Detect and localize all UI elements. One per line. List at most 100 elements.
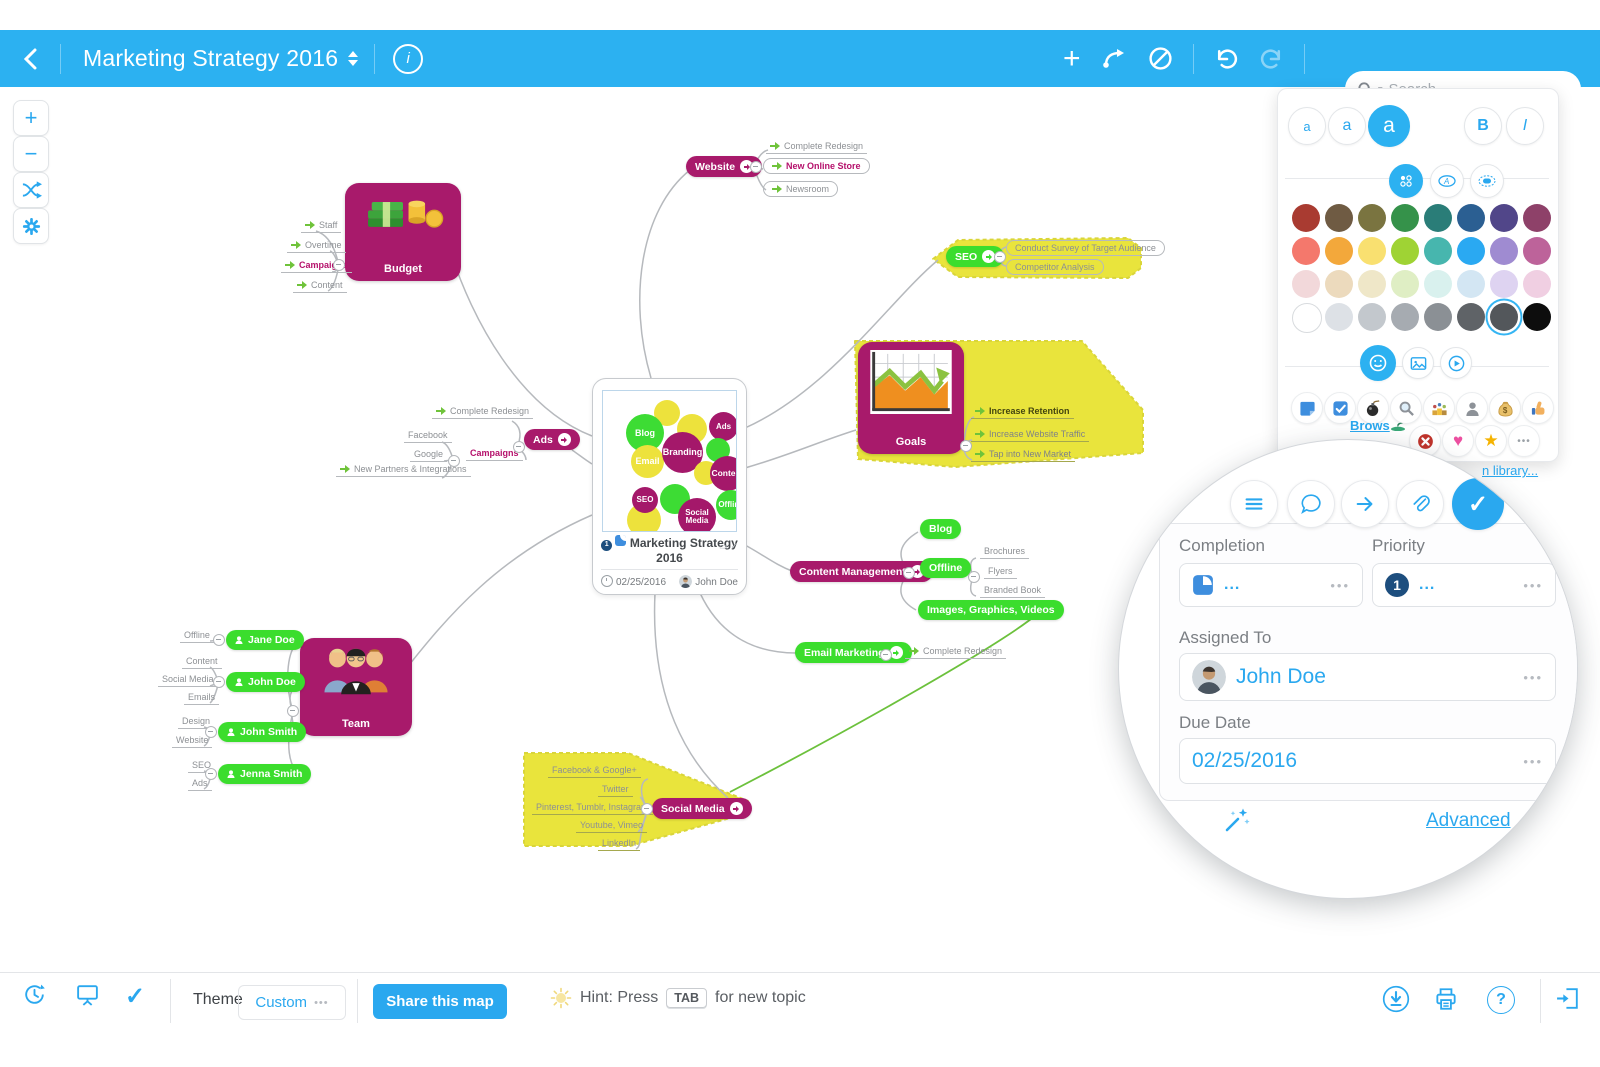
topic-label[interactable]: New Partners & Integrations [336,464,471,477]
topic-john-doe[interactable]: John Doe [226,672,305,692]
topic-label[interactable]: Competitor Analysis [1006,259,1104,275]
color-swatch[interactable] [1292,270,1320,298]
topic-goals[interactable]: Goals [858,342,964,454]
color-swatch[interactable] [1325,270,1353,298]
more-icon[interactable]: ••• [1523,753,1543,769]
undo-button[interactable] [1214,48,1239,69]
back-button[interactable] [0,48,60,70]
due-date-field[interactable]: 02/25/2016 ••• [1179,738,1556,784]
collapse-button[interactable] [213,676,225,688]
color-swatch[interactable] [1457,270,1485,298]
collapse-button[interactable] [333,259,345,271]
task-button-selected[interactable]: ✓ [1452,478,1504,530]
text-color-tab[interactable]: A [1430,164,1464,198]
topic-label[interactable]: Content [293,280,347,293]
open-arrow-icon[interactable] [557,433,571,446]
open-arrow-icon[interactable] [982,250,996,263]
attachment-button[interactable] [1396,480,1444,528]
help-button[interactable]: ? [1487,986,1515,1014]
topic-label[interactable]: Flyers [984,566,1017,579]
topic-label[interactable]: Conduct Survey of Target Audience [1006,240,1165,256]
collapse-button[interactable] [213,634,225,646]
topic-images-graphics-videos[interactable]: Images, Graphics, Videos [918,600,1064,620]
settings-button[interactable] [13,208,49,244]
topic-label[interactable]: Ads [188,778,212,791]
color-swatch[interactable] [1424,237,1452,265]
emoji-podium[interactable] [1423,392,1455,424]
topic-label[interactable]: Youtube, Vimeo [576,820,648,833]
collapse-button[interactable] [287,705,299,717]
theme-selector[interactable]: Custom ••• [238,985,346,1020]
topic-label[interactable]: Overtime [287,240,346,253]
topic-label[interactable]: Emails [184,692,220,705]
download-button[interactable] [1382,985,1410,1013]
color-swatch[interactable] [1292,204,1320,232]
topic-label[interactable]: LinkedIn [598,838,641,851]
color-swatch[interactable] [1391,303,1419,331]
priority-field[interactable]: 1 ... ••• [1372,563,1556,607]
tasks-button[interactable]: ✓ [125,982,145,1011]
topic-jenna-smith[interactable]: Jenna Smith [218,764,312,784]
collapse-button[interactable] [641,803,653,815]
emoji-star[interactable]: ★ [1475,425,1507,457]
collapse-button[interactable] [903,567,915,579]
color-swatch[interactable] [1490,237,1518,265]
color-swatch-selected[interactable] [1490,303,1518,331]
color-swatch[interactable] [1358,237,1386,265]
color-swatch[interactable] [1523,237,1551,265]
topic-offline[interactable]: Offline [920,558,972,578]
topic-label[interactable]: Pinterest, Tumblr, Instagram [532,802,653,815]
color-swatch[interactable] [1391,237,1419,265]
topic-label[interactable]: Complete Redesign [905,646,1007,659]
color-swatch[interactable] [1358,204,1386,232]
topic-label[interactable]: Website [172,735,213,748]
bold-button[interactable]: B [1464,107,1502,145]
topic-label[interactable]: Campaigns [281,260,352,273]
color-swatch[interactable] [1325,303,1353,331]
topic-label[interactable]: Twitter [598,784,633,797]
topic-label[interactable]: SEO [188,760,216,773]
emoji-bomb[interactable] [1357,392,1389,424]
more-icon[interactable]: ••• [1523,577,1543,593]
emoji-magnifier[interactable] [1390,392,1422,424]
topic-label[interactable]: Complete Redesign [766,141,868,154]
color-swatch[interactable] [1457,237,1485,265]
boundary-remove-button[interactable] [1148,46,1173,71]
emoji-money-bag[interactable]: $ [1489,392,1521,424]
presentation-button[interactable] [75,982,100,1007]
collapse-button[interactable] [448,455,460,467]
color-swatch[interactable] [1391,270,1419,298]
collapse-button[interactable] [968,571,980,583]
topic-ads[interactable]: Ads [524,429,580,450]
topic-label[interactable]: Increase Website Traffic [971,429,1090,442]
color-swatch[interactable] [1523,303,1551,331]
topic-jane-doe[interactable]: Jane Doe [226,630,304,650]
topic-seo[interactable]: SEO [946,246,1005,267]
emoji-tab[interactable] [1360,345,1396,381]
info-icon[interactable]: i [393,43,424,74]
color-swatch[interactable] [1325,204,1353,232]
emoji-note[interactable] [1291,392,1323,424]
open-arrow-icon[interactable] [740,160,754,173]
color-swatch[interactable] [1457,303,1485,331]
color-swatch[interactable] [1424,303,1452,331]
add-topic-button[interactable]: + [1063,42,1081,76]
color-swatch[interactable] [1424,204,1452,232]
topic-label[interactable]: Google [410,449,448,462]
collapse-button[interactable] [880,649,892,661]
topic-label[interactable]: Facebook [404,430,452,443]
topic-label[interactable]: Brochures [980,546,1030,559]
italic-button[interactable]: I [1506,107,1544,145]
video-tab[interactable] [1440,347,1472,379]
fill-color-tab[interactable] [1389,164,1423,198]
share-button[interactable]: Share this map [373,984,507,1019]
color-swatch[interactable] [1424,270,1452,298]
comment-button[interactable] [1287,480,1335,528]
topic-label[interactable]: Staff [301,220,342,233]
redo-button[interactable] [1259,48,1284,69]
topic-label[interactable]: Social Media [158,674,218,687]
collapse-button[interactable] [994,251,1006,263]
collapse-button[interactable] [960,440,972,452]
open-arrow-icon[interactable] [729,802,743,815]
color-swatch[interactable] [1358,270,1386,298]
